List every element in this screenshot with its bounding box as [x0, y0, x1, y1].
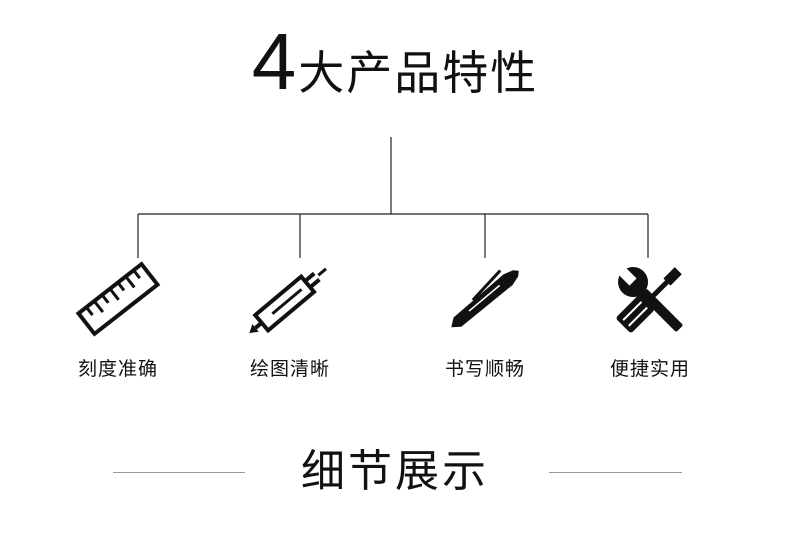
detail-section-header: 细节展示 — [0, 442, 790, 502]
pen-icon — [451, 269, 519, 328]
feature-label: 便捷实用 — [609, 358, 690, 380]
feature-label: 刻度准确 — [77, 358, 158, 380]
right-divider — [549, 472, 682, 473]
page-title: 4大产品特性 — [0, 22, 790, 102]
left-divider — [113, 472, 245, 473]
title-number: 4 — [251, 17, 299, 106]
wrench-screwdriver-icon — [616, 265, 683, 333]
title-text: 大产品特性 — [298, 46, 539, 100]
ruler-icon — [75, 261, 161, 337]
feature-pen: 书写顺畅 — [420, 258, 550, 381]
feature-ruler: 刻度准确 — [53, 258, 183, 381]
feature-compass: 绘图清晰 — [225, 258, 355, 381]
feature-tools: 便捷实用 — [585, 258, 715, 381]
section-title: 细节展示 — [301, 446, 489, 497]
feature-label: 绘图清晰 — [249, 358, 330, 380]
feature-label: 书写顺畅 — [444, 358, 525, 380]
compass-icon — [249, 267, 327, 334]
